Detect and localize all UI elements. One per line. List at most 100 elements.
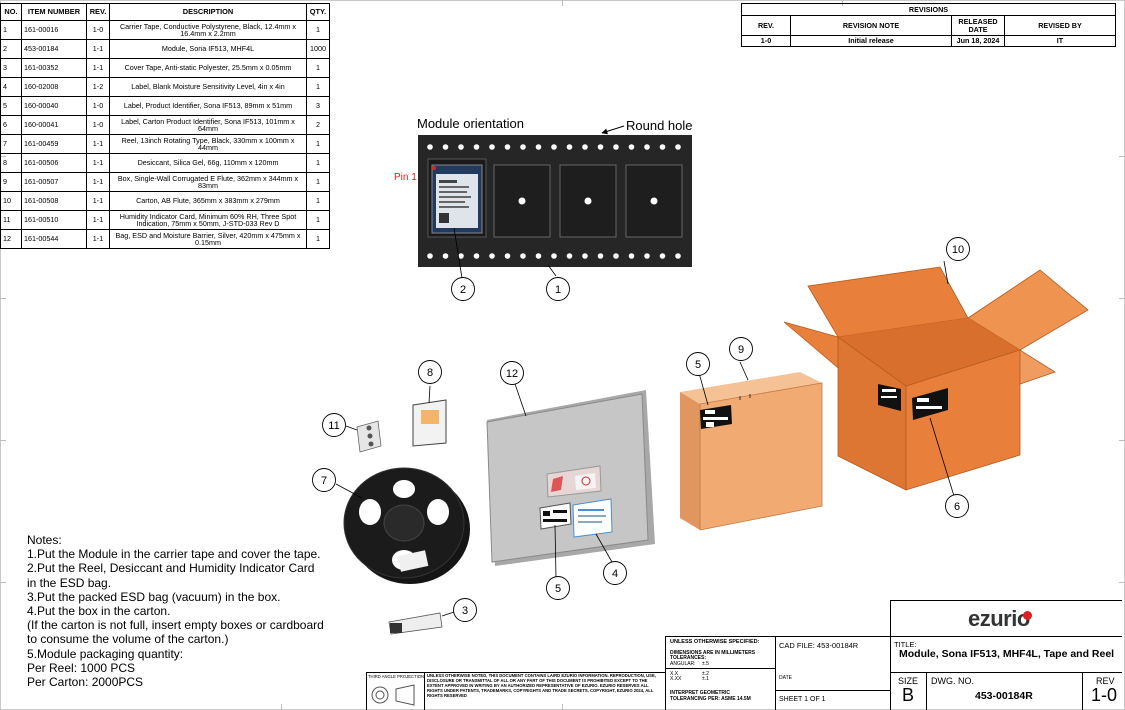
humidity-indicator-card [345, 420, 382, 453]
balloon-circle [546, 277, 570, 301]
sprocket-hole [644, 253, 650, 259]
sprocket-hole [458, 144, 464, 150]
revision-row: 1-0 Initial release Jun 18, 2024 IT [741, 35, 1116, 47]
note-line: Per Reel: 1000 PCS [27, 660, 136, 675]
balloon-circle [946, 237, 970, 261]
revisions-table: REVISIONS REV. REVISION NOTE RELEASED DA… [741, 3, 1116, 47]
sprocket-hole [520, 144, 526, 150]
balloon-circle [453, 598, 477, 622]
zone-tick [0, 298, 6, 299]
note-line: in the ESD bag. [27, 575, 112, 590]
cover-tape [388, 611, 455, 635]
sprocket-hole [675, 253, 681, 259]
sprocket-hole [489, 253, 495, 259]
rev-cell-date: Jun 18, 2024 [951, 35, 1005, 47]
note-line: 4.Put the box in the carton. [27, 604, 171, 619]
balloon-circle [603, 561, 627, 585]
zone-tick [0, 440, 6, 441]
rev-cell-rev: 1-0 [741, 35, 791, 47]
balloon-number: 6 [954, 501, 960, 513]
sprocket-hole [644, 144, 650, 150]
bom-cell-no: 12 [0, 229, 22, 249]
pin1-label: Pin 1 [394, 172, 417, 183]
balloon-number: 3 [462, 605, 468, 617]
sprocket-hole [597, 253, 604, 259]
note-line: 1.Put the Module in the carrier tape and… [27, 547, 321, 562]
sprocket-hole [551, 144, 557, 150]
note-line: Per Carton: 2000PCS [27, 675, 144, 690]
module-orientation-label: Module orientation [417, 116, 524, 131]
balloon-number: 7 [321, 475, 327, 487]
zone-tick [0, 582, 6, 583]
sprocket-hole [613, 144, 619, 150]
sprocket-hole [489, 144, 495, 150]
sprocket-hole [504, 253, 511, 259]
balloon-circle [945, 494, 969, 518]
sprocket-hole [628, 253, 635, 259]
balloon-number: 9 [738, 344, 744, 356]
sprocket-hole [520, 253, 526, 259]
sprocket-hole [675, 144, 681, 150]
sprocket-hole [473, 253, 480, 259]
sprocket-hole [566, 253, 573, 259]
bom-cell-description: Bag, ESD and Moisture Barrier, Silver, 4… [109, 229, 307, 249]
balloon-circle [546, 576, 570, 600]
sprocket-hole [597, 144, 604, 150]
sprocket-hole [551, 253, 557, 259]
rev-cell-by: IT [1004, 35, 1116, 47]
carrier-tape-detail: Module orientation Round hole Pin 1 [394, 116, 693, 279]
balloon-number: 5 [555, 583, 561, 595]
sprocket-hole [504, 144, 511, 150]
shipping-box [680, 361, 823, 531]
sprocket-hole [613, 253, 619, 259]
zone-tick [562, 704, 563, 710]
zone-tick [1119, 298, 1125, 299]
sprocket-hole [458, 253, 464, 259]
esd-bag [486, 380, 655, 579]
balloon-circle [500, 361, 524, 385]
balloon-number: 12 [506, 368, 518, 380]
sprocket-holes-top [427, 144, 681, 150]
note-line: (If the carton is not full, insert empty… [27, 618, 324, 633]
sprocket-hole [442, 144, 449, 150]
sprocket-hole [427, 253, 433, 259]
desiccant-pack [412, 385, 447, 447]
sprocket-hole [628, 144, 635, 150]
bom-cell-qty: 1 [306, 229, 330, 249]
zone-tick [1119, 582, 1125, 583]
bill-of-materials-table: NO. ITEM NUMBER REV. DESCRIPTION QTY. 1 1… [0, 3, 330, 249]
zone-tick [1119, 440, 1125, 441]
note-line: Notes: [27, 533, 62, 547]
balloon-circle [451, 277, 475, 301]
balloon-number: 2 [460, 284, 466, 296]
carton [783, 260, 1089, 497]
balloon-number: 1 [555, 284, 561, 296]
sprocket-hole [427, 144, 433, 150]
sprocket-hole [566, 144, 573, 150]
reel [335, 467, 470, 584]
sprocket-hole [659, 253, 666, 259]
sprocket-hole [535, 144, 542, 150]
balloon-circle [322, 413, 346, 437]
note-line: 3.Put the packed ESD bag (vacuum) in the… [27, 589, 281, 604]
balloon-number: 4 [612, 568, 618, 580]
balloon-circle [729, 337, 753, 361]
pin1-marker-icon [432, 166, 436, 170]
bom-header-row: NO. ITEM NUMBER REV. DESCRIPTION QTY. [0, 3, 330, 21]
note-line: 2.Put the Reel, Desiccant and Humidity I… [27, 561, 315, 576]
zone-tick [1119, 156, 1125, 157]
balloon-number: 11 [328, 420, 339, 432]
sprocket-hole [582, 144, 588, 150]
note-line: to consume the volume of the carton.) [27, 632, 229, 647]
sprocket-hole [582, 253, 588, 259]
note-line: 5.Module packaging quantity: [27, 646, 184, 661]
bom-cell-qty: 1000 [306, 39, 330, 59]
zone-tick [281, 704, 282, 710]
sprocket-hole [442, 253, 449, 259]
